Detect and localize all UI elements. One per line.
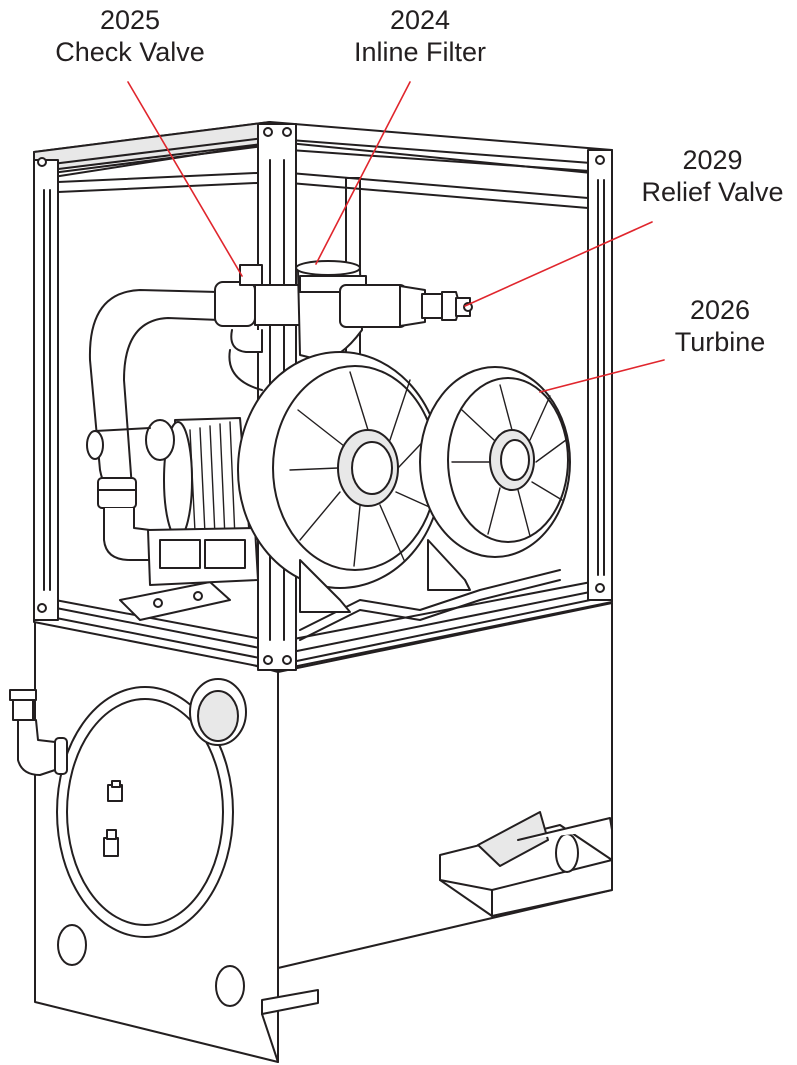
- leader-turbine: [539, 359, 665, 393]
- callout-name: Relief Valve: [641, 177, 784, 207]
- elbow-fitting: [9, 689, 68, 776]
- callout-name: Inline Filter: [353, 37, 487, 67]
- callout-number: 2029: [682, 145, 743, 175]
- leader-lines: [127, 81, 665, 393]
- leader-inline-filter: [315, 81, 411, 265]
- callout-relief-valve: 2029 Relief Valve: [630, 144, 795, 208]
- turbine-front: [237, 351, 443, 613]
- callout-name: Turbine: [674, 327, 766, 357]
- turbine-rear: [419, 366, 571, 591]
- leader-check-valve: [127, 81, 243, 277]
- tank-front-details: [9, 678, 247, 1007]
- leader-relief-valve: [464, 221, 653, 307]
- callout-number: 2025: [99, 5, 161, 35]
- callout-number: 2026: [689, 295, 751, 325]
- relief-valve: [421, 291, 473, 321]
- callout-turbine: 2026 Turbine: [660, 294, 780, 358]
- callout-number: 2024: [389, 5, 451, 35]
- check-valve: [214, 281, 256, 327]
- motor-pump: [86, 289, 259, 586]
- callout-inline-filter: 2024 Inline Filter: [330, 4, 510, 68]
- callout-check-valve: 2025 Check Valve: [45, 4, 215, 68]
- callout-name: Check Valve: [55, 37, 205, 67]
